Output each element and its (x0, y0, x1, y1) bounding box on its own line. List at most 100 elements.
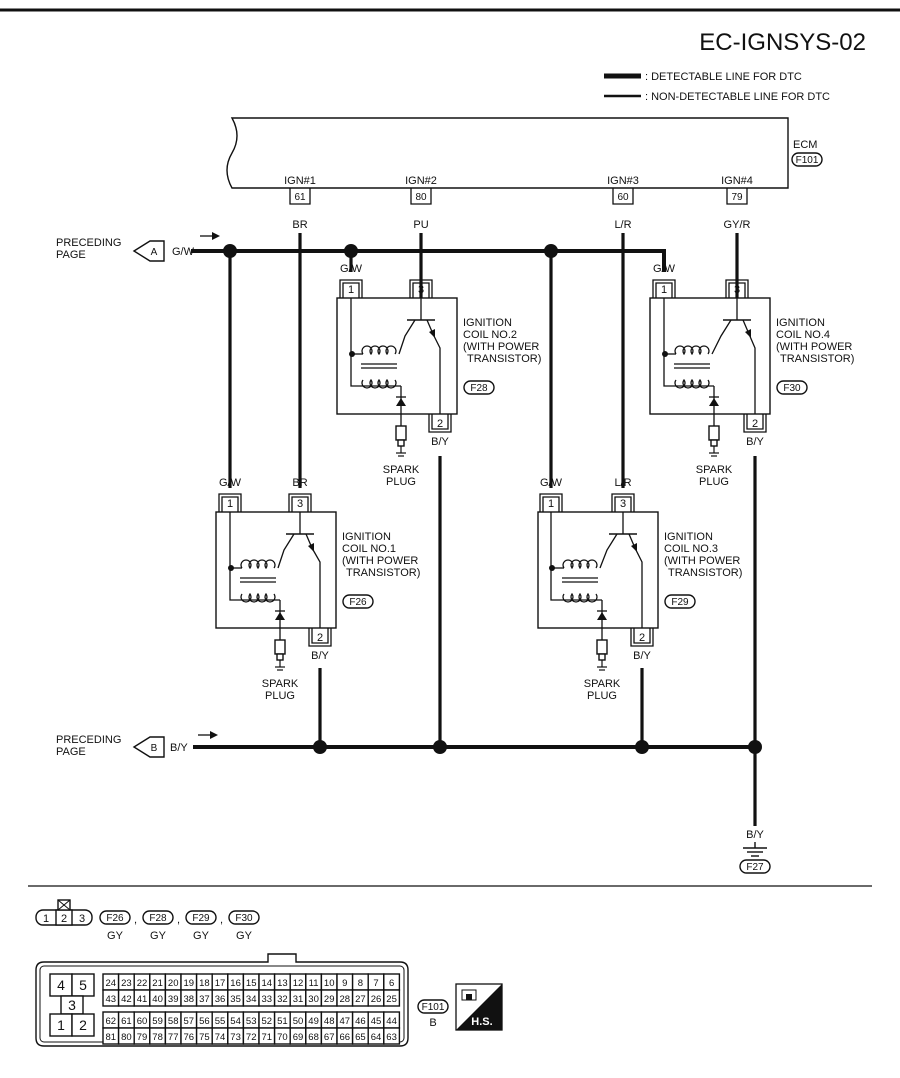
pin-tab (652, 279, 676, 298)
ecm-pin-number: 64 (371, 1032, 382, 1043)
spark-plug-label-2: PLUG (386, 476, 416, 488)
pin-tab (428, 414, 452, 433)
ecm-pin-number: 58 (168, 1016, 179, 1027)
coil-conn-color: GY (236, 930, 253, 942)
pin-tab-inner (542, 496, 560, 512)
ecm-pin-number: 65 (355, 1032, 366, 1043)
ecm-pin-number: 73 (230, 1032, 241, 1043)
coil-title-line3: (WITH POWER (776, 341, 852, 353)
pin-tab (611, 493, 635, 512)
coil-title-line2: COIL NO.3 (664, 543, 718, 555)
gw-power-bus (191, 249, 666, 272)
pin-3-number: 3 (297, 498, 303, 510)
ecm-pin-number: 23 (121, 978, 132, 989)
list-separator: , (220, 914, 223, 926)
ecm-pin-number: 41 (137, 994, 148, 1005)
ecm-pin-number: 80 (121, 1032, 132, 1043)
pin-1-number: 1 (227, 498, 233, 510)
ecm-unit: ECM F101 (226, 117, 823, 189)
coil-conn-id: F28 (149, 913, 167, 924)
coil-title-line1: IGNITION (463, 317, 512, 329)
ecm-pin-number: 40 (152, 994, 163, 1005)
ecm-label: ECM (793, 139, 817, 151)
ecm-pin-number: 54 (230, 1016, 241, 1027)
pin-tab-inner (614, 496, 632, 512)
pin-1-wire: G/W (340, 263, 363, 275)
junction-dot (544, 244, 558, 258)
ecm-pin-number: 35 (230, 994, 241, 1005)
ecm-pin-number: 13 (277, 978, 288, 989)
ecm-pin-number: 81 (106, 1032, 117, 1043)
preceding-label: PRECEDING (56, 734, 121, 746)
junction-dot (433, 740, 447, 754)
spark-plug-label: SPARK (262, 678, 299, 690)
ecm-pin-5: 5 (79, 977, 87, 993)
ecm-pin-cell (383, 989, 401, 1007)
ecm-pin-number: 25 (386, 994, 397, 1005)
ecm-pin-number: 7 (373, 978, 378, 989)
ecm-pin-number: 20 (168, 978, 179, 989)
ecm-pin-number: 11 (309, 978, 319, 989)
coil-conn-id: F26 (106, 913, 124, 924)
ecm-conn-id: F101 (422, 1002, 445, 1013)
ecm-pin-number: 36 (215, 994, 226, 1005)
pin-tab (725, 279, 749, 298)
ecm-pin-number: 47 (340, 1016, 351, 1027)
pin-2-wire: B/Y (311, 650, 329, 662)
preceding-page-b: PRECEDING PAGE B B/Y (56, 731, 218, 758)
coil-pin-1: 1 (43, 913, 49, 925)
coil-title-line3: (WITH POWER (463, 341, 539, 353)
pin-1-wire: G/W (540, 477, 563, 489)
ecm-pin-number: 59 (152, 1016, 163, 1027)
ecm-pin-number: 15 (246, 978, 257, 989)
ecm-pin-number: 72 (246, 1032, 257, 1043)
wire-color: BR (292, 219, 307, 231)
coil-connector-view: 1 2 3 (35, 899, 93, 926)
coil-pin-2: 2 (61, 913, 67, 925)
ecm-pin-number: 18 (199, 978, 210, 989)
primary-winding (361, 345, 397, 356)
coil-conn-id: F30 (235, 913, 253, 924)
ecm-terminal-ign4: IGN#4 79 GY/R (721, 175, 753, 231)
coil-internal-circuit (549, 512, 643, 640)
pin-1-number: 1 (348, 284, 354, 296)
pin-3-number: 3 (620, 498, 626, 510)
coil-internal-circuit (662, 298, 756, 426)
ecm-pin-number: 50 (293, 1016, 304, 1027)
ecm-pin-number: 44 (386, 1016, 397, 1027)
wire-color: L/R (614, 219, 631, 231)
coil-title-line3: (WITH POWER (664, 555, 740, 567)
terminal-pin: 80 (415, 192, 427, 203)
secondary-winding (361, 378, 397, 389)
pin-tab-inner (342, 282, 360, 298)
pin-2-number: 2 (437, 418, 443, 430)
ecm-pin-number: 9 (342, 978, 347, 989)
pin-tab-inner (633, 628, 651, 644)
coil-title-line2: COIL NO.1 (342, 543, 396, 555)
coil-title-line4: TRANSISTOR) (780, 353, 854, 365)
ecm-pin-number: 43 (106, 994, 117, 1005)
ecm-terminal-ign1: IGN#1 61 BR (284, 175, 316, 231)
ecm-pin-number: 67 (324, 1032, 335, 1043)
pin-tab-inner (291, 496, 309, 512)
ecm-pin-number: 6 (389, 978, 394, 989)
pin-tab (743, 414, 767, 433)
coil-title-line2: COIL NO.4 (776, 329, 830, 341)
ecm-pin-number: 21 (152, 978, 163, 989)
spark-plug-icon (274, 639, 286, 671)
ecm-pin-number: 62 (106, 1016, 117, 1027)
ecm-conn-color: B (429, 1017, 436, 1029)
terminal-pin: 61 (294, 192, 306, 203)
pin-tab-inner (655, 282, 673, 298)
ecm-pin-number: 14 (262, 978, 273, 989)
pin-3-number: 3 (418, 284, 424, 296)
ecm-pin-number: 45 (371, 1016, 382, 1027)
pin-3-number: 3 (734, 284, 740, 296)
ecm-pin-number: 12 (293, 978, 304, 989)
hs-symbol: H.S. (455, 983, 503, 1031)
